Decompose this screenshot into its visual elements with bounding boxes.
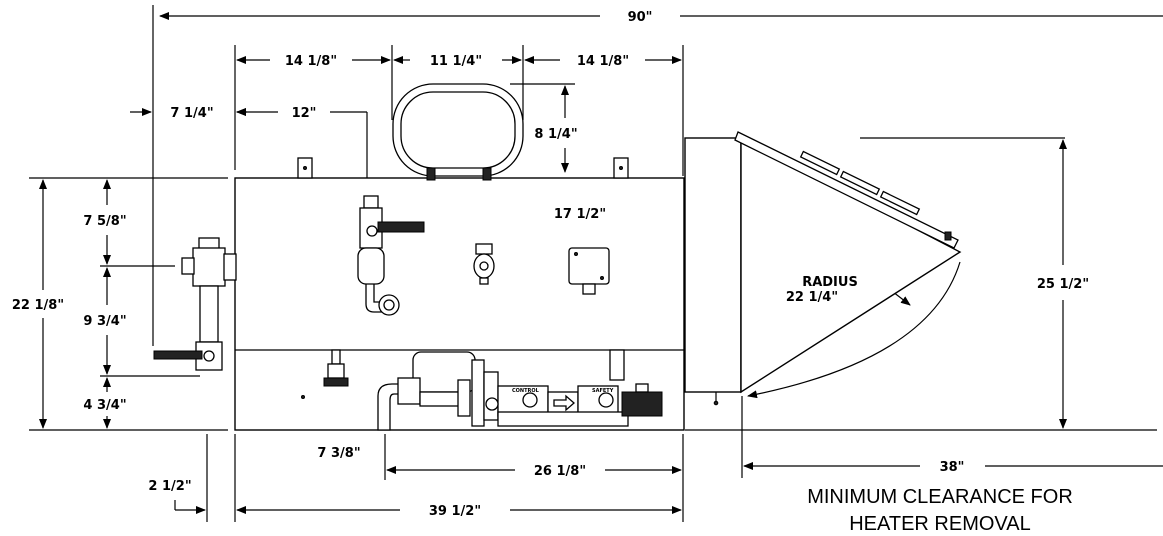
dim-left-offset: 7 1/4" (170, 106, 213, 121)
center-valve-assembly (357, 195, 425, 316)
lower-drain (323, 349, 409, 431)
dim-fitting-offset: 12" (292, 106, 317, 121)
dim-left-span: 14 1/8" (285, 54, 337, 69)
dim-opening-height: 8 1/4" (534, 127, 577, 142)
dim-overall-width: 90" (628, 10, 653, 25)
dim-clearance-width: 38" (940, 460, 965, 475)
dimension-lines (39, 12, 1163, 514)
left-pipe-assembly (153, 237, 237, 371)
heater-unit (684, 131, 962, 406)
dim-lower-height: 4 3/4" (83, 398, 126, 413)
top-opening (392, 83, 524, 181)
note-line-1: MINIMUM CLEARANCE FOR (807, 486, 1073, 508)
safety-label: SAFETY (592, 388, 614, 394)
control-label: CONTROL (512, 388, 540, 394)
dim-right-span: 14 1/8" (577, 54, 629, 69)
dim-upper-height: 7 5/8" (83, 214, 126, 229)
dim-burner-span: 26 1/8" (534, 464, 586, 479)
dim-center-span: 11 1/4" (430, 54, 482, 69)
dim-base-width: 39 1/2" (429, 504, 481, 519)
dim-drain-height: 7 3/8" (317, 446, 360, 461)
dim-heater-height: 25 1/2" (1037, 277, 1089, 292)
note-line-2: HEATER REMOVAL (849, 513, 1031, 535)
junction-box (568, 247, 610, 295)
dim-radius-value: 22 1/4" (786, 290, 838, 305)
small-fitting (473, 243, 495, 285)
dimension-labels: 90" 14 1/8" 11 1/4" 14 1/8" 7 1/4" 12" 8… (12, 10, 1089, 519)
clearance-note: MINIMUM CLEARANCE FOR HEATER REMOVAL (807, 486, 1073, 535)
gas-train: CONTROL SAFETY (397, 349, 663, 427)
dim-mid-height: 9 3/4" (83, 314, 126, 329)
dim-radius-label: RADIUS (802, 275, 858, 290)
dim-right-fitting: 17 1/2" (554, 207, 606, 222)
dim-overall-height: 22 1/8" (12, 298, 64, 313)
dim-base-offset: 2 1/2" (148, 479, 191, 494)
